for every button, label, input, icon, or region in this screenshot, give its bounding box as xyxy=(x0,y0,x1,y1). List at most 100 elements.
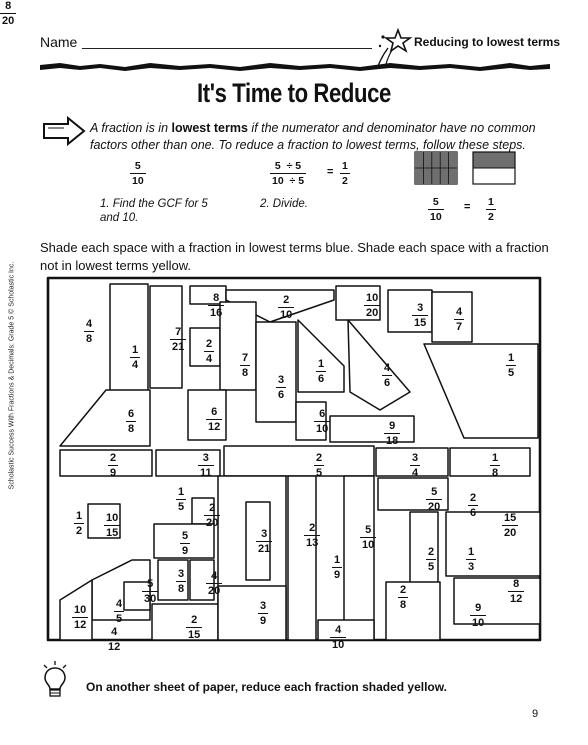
fraction-numerator: 5 xyxy=(182,530,189,542)
fraction-numerator: 10 xyxy=(366,292,379,304)
fraction-numerator: 1 xyxy=(178,486,185,498)
puzzle-region[interactable] xyxy=(59,389,151,447)
fraction-denominator: 11 xyxy=(198,465,214,479)
fraction-numerator: 2 xyxy=(283,294,290,306)
fraction-denominator: 15 xyxy=(104,525,121,539)
fraction-denominator: 12 xyxy=(72,617,89,631)
step-1-text: 1. Find the GCF for 5 and 10. xyxy=(100,198,208,224)
fraction-numerator: 9 xyxy=(475,602,482,614)
puzzle-region[interactable] xyxy=(329,415,415,443)
puzzle-region[interactable] xyxy=(59,579,93,641)
puzzle-region[interactable] xyxy=(59,449,153,477)
puzzle-region[interactable] xyxy=(87,503,121,539)
fraction-numerator: 2 xyxy=(209,502,216,514)
puzzle-region[interactable] xyxy=(225,289,335,323)
fraction-denominator: 9 xyxy=(258,613,269,627)
fraction-denominator: 13 xyxy=(304,535,321,549)
fraction-numerator: 3 xyxy=(278,374,285,386)
puzzle-region[interactable] xyxy=(317,619,375,641)
fraction-denominator: 12 xyxy=(508,591,525,605)
fraction-denominator: 12 xyxy=(206,419,223,433)
fraction-denominator: 5 xyxy=(506,365,517,379)
puzzle-region[interactable] xyxy=(335,285,381,321)
fraction-numerator: 2 xyxy=(110,452,117,464)
puzzle-region[interactable] xyxy=(453,577,541,625)
name-line[interactable] xyxy=(82,48,372,49)
puzzle-region[interactable] xyxy=(423,343,539,439)
fraction-numerator: 4 xyxy=(384,362,391,374)
fraction-denominator: 18 xyxy=(384,433,401,447)
fraction-denominator: 6 xyxy=(382,375,393,389)
puzzle-region[interactable] xyxy=(385,581,441,641)
fraction-denominator: 8 xyxy=(398,597,409,611)
fraction-denominator: 20 xyxy=(204,515,221,529)
puzzle-region[interactable] xyxy=(431,291,473,343)
puzzle-region[interactable] xyxy=(189,559,215,601)
side-credit: Scholastic Success With Fractions & Deci… xyxy=(8,261,16,490)
puzzle-region[interactable] xyxy=(297,319,345,393)
fraction-numerator: 1 xyxy=(468,546,475,558)
fraction-denominator: 10 xyxy=(278,307,295,321)
tenths-model-icon xyxy=(414,151,458,185)
puzzle-region[interactable] xyxy=(287,475,317,641)
puzzle-region[interactable] xyxy=(445,511,541,577)
puzzle-region[interactable] xyxy=(153,523,215,559)
fraction-numerator: 2 xyxy=(309,522,316,534)
puzzle-region[interactable] xyxy=(377,477,449,511)
puzzle-region[interactable] xyxy=(375,447,449,477)
puzzle-region[interactable] xyxy=(123,581,151,611)
fraction-numerator: 1 xyxy=(76,510,83,522)
halves-model-icon xyxy=(472,151,516,185)
fraction-numerator: 3 xyxy=(261,528,268,540)
fraction-denominator: 10 xyxy=(470,615,487,629)
topic-title: Reducing to lowest terms xyxy=(414,35,561,49)
directions-text: Shade each space with a fraction in lowe… xyxy=(40,240,549,273)
fraction-denominator: 10 xyxy=(360,537,377,551)
puzzle-region[interactable] xyxy=(347,319,411,411)
fraction-denominator: 20 xyxy=(364,305,381,319)
fraction-denominator: 15 xyxy=(412,315,429,329)
puzzle-region[interactable] xyxy=(295,401,327,441)
puzzle-region[interactable] xyxy=(449,447,531,477)
fraction-denominator: 6 xyxy=(276,387,287,401)
fraction-numerator: 4 xyxy=(335,624,342,636)
fraction-denominator: 3 xyxy=(466,559,477,573)
fraction-denominator: 8 xyxy=(126,421,137,435)
fraction-denominator: 5 xyxy=(176,499,187,513)
puzzle-region[interactable] xyxy=(149,285,183,389)
fraction-numerator: 2 xyxy=(191,614,198,626)
puzzle-region[interactable] xyxy=(187,389,227,441)
fraction-denominator: 5 xyxy=(426,559,437,573)
fraction-denominator: 9 xyxy=(108,465,119,479)
fraction-numerator: 6 xyxy=(319,408,326,420)
arrow-icon xyxy=(43,116,86,146)
puzzle-region[interactable] xyxy=(217,585,287,641)
puzzle-region[interactable] xyxy=(157,559,189,601)
fraction-denominator: 5 xyxy=(114,611,125,625)
fraction-numerator: 5 xyxy=(147,578,154,590)
fraction-numerator: 8 xyxy=(513,578,520,590)
fraction-denominator: 20 xyxy=(206,583,223,597)
